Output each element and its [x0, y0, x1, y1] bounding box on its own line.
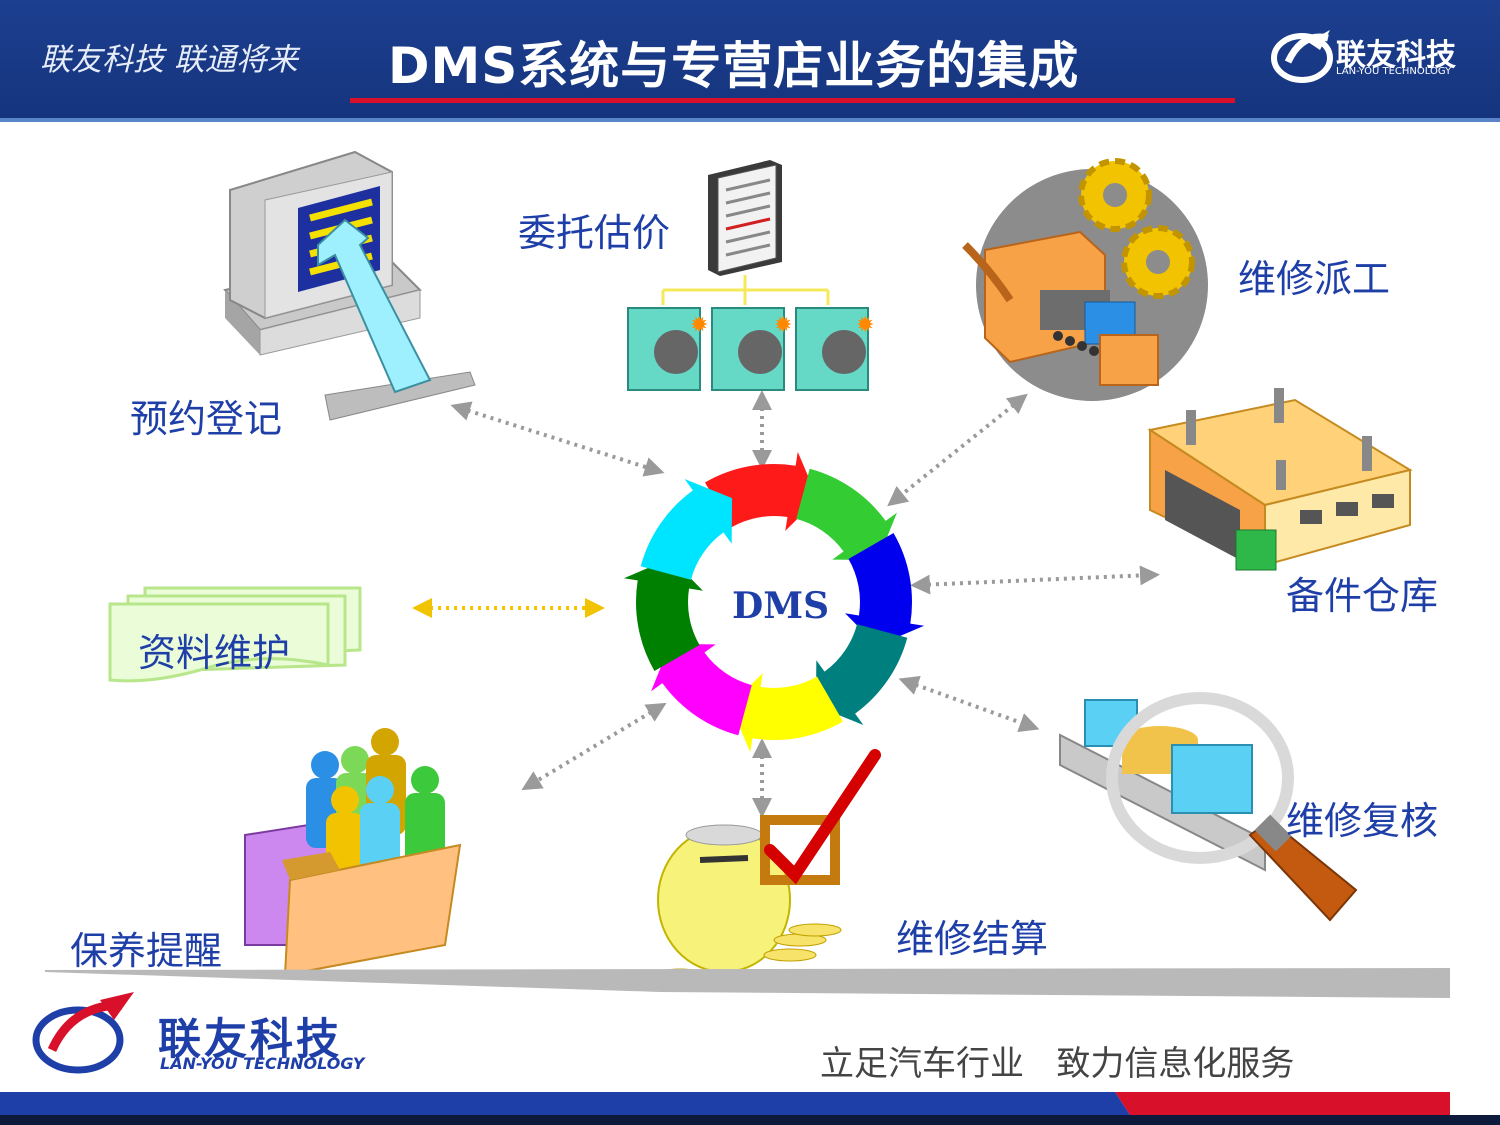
header-bar: 联友科技 联通将来 DMS系统与专营店业务的集成 联友科技 LAN-YOU TE…: [0, 0, 1500, 122]
repair-review-label: 维修复核: [1286, 799, 1439, 843]
footer-logo-subtitle: LAN-YOU TECHNOLOGY: [160, 1054, 365, 1073]
printer-icon: ✹ ✹ ✹: [627, 307, 874, 391]
cycle-arrow-segment: [730, 673, 843, 753]
footer-logo-icon: [32, 992, 134, 1074]
maintenance-reminder-label: 保养提醒: [70, 929, 223, 973]
svg-text:✹: ✹: [690, 313, 708, 338]
reservation-label: 预约登记: [130, 397, 283, 441]
dms-center-label: DMS: [732, 585, 830, 627]
document-stack-icon: [108, 586, 362, 683]
footer-stripe-dark: [0, 1115, 1500, 1125]
cycle-arrow-segment: [845, 533, 925, 646]
parts-warehouse-label: 备件仓库: [1286, 574, 1439, 618]
cycle-arrow-segment: [623, 558, 703, 671]
cycle-arrow-segment: [815, 624, 908, 725]
footer-logo-name: 联友科技: [158, 1015, 342, 1065]
connector-dispatch: [887, 393, 1028, 507]
dispatch-label: 维修派工: [1238, 257, 1391, 301]
estimate-label: 委托估价: [518, 211, 671, 255]
connector-parts-warehouse: [910, 565, 1160, 595]
svg-text:✹: ✹: [774, 313, 792, 338]
connector-repair-review: [898, 675, 1040, 733]
footer-stripe-blue: [0, 1092, 1130, 1115]
header-logo-subtitle: LAN-YOU TECHNOLOGY: [1336, 66, 1452, 77]
header-logo-name: 联友科技: [1336, 38, 1456, 73]
footer-shelf: [45, 968, 1450, 998]
footer-stripe-red: [1115, 1092, 1450, 1115]
computer-icon: [223, 150, 476, 421]
warehouse-icon: [1147, 388, 1413, 571]
company-logo-icon: [1271, 30, 1333, 83]
settlement-label: 维修结算: [896, 917, 1049, 961]
header-slogan: 联友科技 联通将来: [40, 42, 298, 78]
svg-text:✹: ✹: [856, 313, 874, 338]
estimate-document-icon: [661, 160, 830, 305]
connector-reservation: [450, 401, 665, 477]
page-title: DMS系统与专营店业务的集成: [388, 37, 1080, 95]
dms-cycle-ring: [623, 451, 925, 753]
cycle-arrow-segment: [705, 451, 818, 531]
title-underline: [350, 98, 1235, 103]
footer-slogan: 立足汽车行业 致力信息化服务: [820, 1044, 1295, 1084]
magnifier-icon: [1059, 692, 1358, 922]
cycle-arrow-segment: [651, 643, 752, 736]
gears-machine-icon: [962, 158, 1208, 401]
cycle-arrow-segment: [640, 479, 733, 580]
data-maintenance-label: 资料维护: [138, 631, 291, 675]
connector-maintenance-reminder: [521, 702, 667, 791]
cycle-arrow-segment: [796, 468, 897, 561]
money-bag-checkmark-icon: [655, 749, 881, 982]
customer-folder-icon: [244, 728, 462, 977]
